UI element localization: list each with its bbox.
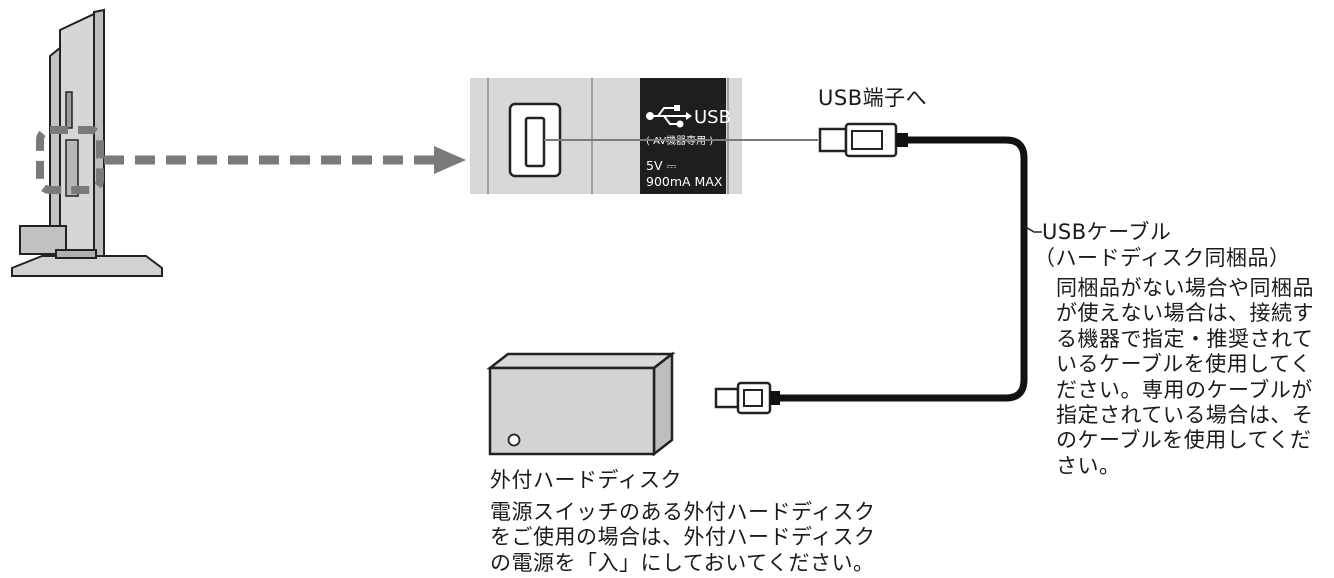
dashed-arrow: [104, 146, 466, 174]
hdd-title: 外付ハードディスク: [490, 468, 683, 492]
usb-cable-note: 同梱品がない場合や同梱品 が使えない場合は、接続す る機器で指定・推奨されて い…: [1056, 276, 1314, 479]
hdd-note-line: をご使用の場合は、外付ハードディスク: [490, 525, 876, 550]
usb-symbol-icon: [646, 105, 692, 128]
usb-cable: [778, 136, 1028, 402]
usb-cable-note-line: のケーブルを使用してくだ: [1056, 428, 1312, 453]
usb-port-rating-current: 900mA MAX: [646, 174, 723, 189]
usb-cable-note-line: 同梱品がない場合や同梱品: [1056, 276, 1314, 300]
usb-cable-subtitle: （ハードディスク同梱品）: [1034, 246, 1291, 270]
usb-cable-note-line: が使えない場合は、接続す: [1056, 301, 1314, 326]
usb-port-panel: USB ( AV機器専用 ) 5V ⎓ 900mA MAX: [470, 78, 742, 194]
tv-side-view: [11, 8, 163, 277]
usb-terminal-label: USB端子へ: [818, 86, 928, 110]
hdd-note: 電源スイッチのある外付ハードディスク をご使用の場合は、外付ハードディスク の電…: [490, 500, 876, 576]
hdd-power-indicator-icon: [507, 433, 521, 447]
usb-a-plug: [818, 122, 908, 158]
usb-b-plug: [714, 381, 780, 415]
usb-cable-title: USBケーブル: [1042, 220, 1172, 244]
usb-port-rating-voltage: 5V ⎓: [646, 158, 676, 173]
external-hdd-icon: [486, 351, 676, 457]
usb-cable-note-line: 指定されている場合は、そ: [1056, 403, 1314, 428]
cable-leader-line: [1023, 225, 1042, 233]
hdd-note-line: 電源スイッチのある外付ハードディスク: [490, 500, 876, 524]
usb-cable-note-line: ださい。専用のケーブルが: [1056, 377, 1313, 402]
usb-cable-note-line: る機器で指定・推奨されて: [1056, 326, 1314, 351]
usb-cable-note-line: いるケーブルを使用してく: [1056, 352, 1312, 377]
usb-port-label: USB: [694, 107, 731, 128]
hdd-note-line: の電源を「入」にしておいてください。: [490, 550, 875, 575]
usb-cable-note-line: さい。: [1056, 453, 1121, 478]
